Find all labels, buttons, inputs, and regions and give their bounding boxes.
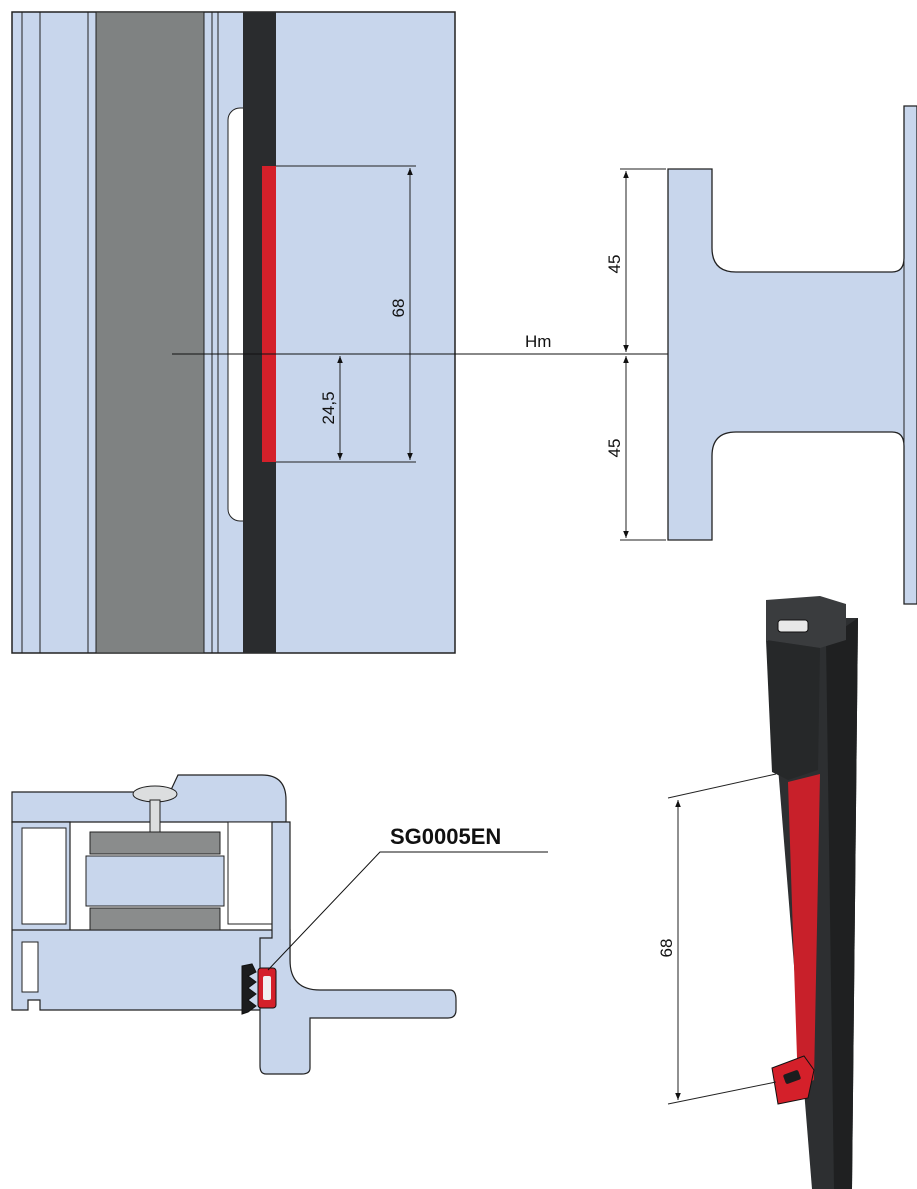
red-seal-insert <box>262 166 276 462</box>
dimension-label-68: 68 <box>389 299 408 318</box>
seal-3d-clip-hole <box>783 1070 801 1084</box>
reference-line-label: Hm <box>525 332 551 351</box>
seal-3d-top-slot <box>777 619 809 633</box>
section-chamber <box>21 827 67 925</box>
section-inner-chamber <box>85 855 225 907</box>
dimension-label-24-5: 24,5 <box>319 391 338 424</box>
extension-line <box>667 1081 777 1105</box>
seal-3d-side-face <box>826 618 858 1189</box>
front-elevation-view: 68 24,5 <box>11 11 456 654</box>
section-chamber <box>21 941 39 993</box>
cross-section-view: SG0005EN <box>11 774 548 1075</box>
glass-pane <box>95 11 205 654</box>
screw-shank <box>149 799 161 833</box>
section-gasket <box>241 963 257 1015</box>
thermal-break-lower <box>89 907 221 931</box>
section-sash-arm <box>259 821 457 1075</box>
section-red-seal-hole <box>263 976 271 1000</box>
product-code-label: SG0005EN <box>390 824 501 849</box>
seal-3d-view: 68 <box>657 596 858 1189</box>
sash-profile-side-view: 45 45 <box>605 105 917 605</box>
dimension-label-68-3d: 68 <box>657 939 676 958</box>
seal-3d-red-insert <box>788 774 820 1088</box>
dimension-label-45-lower: 45 <box>605 439 624 458</box>
sash-profile-shape <box>667 105 917 605</box>
seal-3d-upper-block <box>766 640 820 780</box>
callout-leader-line <box>267 851 548 971</box>
extension-line <box>667 773 777 799</box>
thermal-break-upper <box>89 831 221 855</box>
section-chamber <box>227 821 273 925</box>
dimension-label-45-upper: 45 <box>605 255 624 274</box>
